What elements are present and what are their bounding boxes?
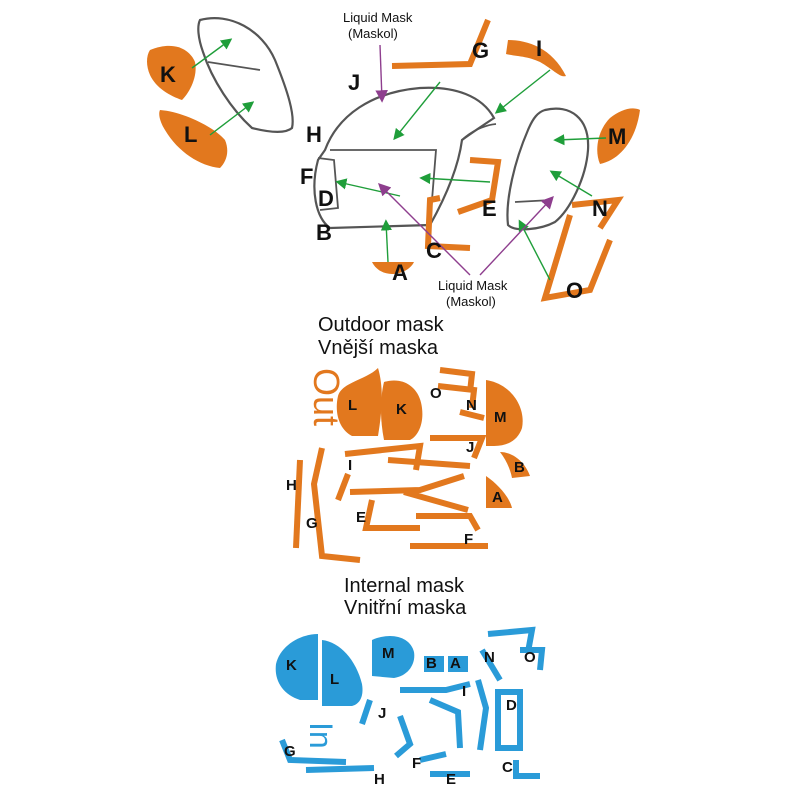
label-l: L — [184, 122, 197, 147]
outdoor-label-l: L — [348, 397, 357, 414]
outdoor-label-i: I — [348, 457, 352, 474]
part-o-assembly — [540, 214, 613, 302]
label-i: I — [536, 36, 542, 61]
outdoor-label-j: J — [466, 439, 474, 456]
label-j: J — [348, 70, 360, 95]
part-k-assembly — [147, 45, 196, 100]
outdoor-label-h: H — [286, 477, 297, 494]
liquid-mask-bottom-line1: Liquid Mask — [438, 278, 508, 293]
internal-label-j: J — [378, 705, 386, 722]
outdoor-label-o: O — [430, 385, 442, 402]
internal-title-cz: Vnitřní maska — [344, 597, 467, 619]
part-i-assembly — [506, 40, 566, 77]
outdoor-label-m: M — [494, 409, 507, 426]
part-e-assembly — [457, 157, 502, 215]
outdoor-label-k: K — [396, 401, 407, 418]
internal-side-label: In — [303, 722, 339, 749]
internal-label-k: K — [286, 657, 297, 674]
part-g-assembly — [391, 18, 491, 69]
outdoor-strips — [293, 367, 488, 563]
internal-title-en: Internal mask — [344, 575, 465, 597]
internal-mask-sheet: Internal mask Vnitřní maska In K — [275, 575, 546, 788]
outdoor-label-g: G — [306, 515, 318, 532]
outdoor-pieces — [336, 368, 530, 508]
internal-label-b: B — [426, 655, 437, 672]
internal-label-g: G — [284, 743, 296, 760]
internal-label-l: L — [330, 671, 339, 688]
internal-label-d: D — [506, 697, 517, 714]
label-k: K — [160, 62, 176, 87]
label-n: N — [592, 196, 608, 221]
part-l-assembly — [159, 110, 228, 168]
outdoor-title-cz: Vnější maska — [318, 337, 439, 359]
internal-label-o: O — [524, 649, 536, 666]
liquid-mask-bottom-line2: (Maskol) — [446, 294, 496, 309]
part-n-assembly — [571, 196, 624, 230]
internal-label-h: H — [374, 771, 385, 788]
assembly-view: Liquid Mask (Maskol) Liquid Mask (Maskol… — [147, 10, 640, 309]
internal-label-i: I — [462, 683, 466, 700]
part-a-assembly — [372, 262, 414, 274]
liquid-mask-top-line1: Liquid Mask — [343, 10, 413, 25]
purple-arrows — [375, 44, 554, 276]
internal-label-c: C — [502, 759, 513, 776]
right-window-frame — [506, 107, 590, 231]
outdoor-label-a: A — [492, 489, 503, 506]
label-g: G — [472, 38, 489, 63]
liquid-mask-top-line2: (Maskol) — [348, 26, 398, 41]
label-c: C — [426, 238, 442, 263]
label-h: H — [306, 122, 322, 147]
internal-label-m: M — [382, 645, 395, 662]
internal-label-n: N — [484, 649, 495, 666]
outdoor-title-en: Outdoor mask — [318, 314, 445, 336]
outdoor-mask-sheet: Outdoor mask Vnější maska Out L — [286, 314, 530, 563]
label-e: E — [482, 196, 497, 221]
internal-label-a: A — [450, 655, 461, 672]
outdoor-label-b: B — [514, 459, 525, 476]
outdoor-label-f: F — [464, 531, 473, 548]
label-m: M — [608, 124, 626, 149]
label-a: A — [392, 260, 408, 285]
label-f: F — [300, 164, 313, 189]
internal-strips — [279, 626, 546, 779]
label-o: O — [566, 278, 583, 303]
label-d: D — [318, 186, 334, 211]
part-m-assembly — [597, 108, 640, 164]
outdoor-label-n: N — [466, 397, 477, 414]
internal-label-e: E — [446, 771, 456, 788]
outdoor-label-e: E — [356, 509, 366, 526]
part-c-assembly — [424, 195, 471, 251]
label-b: B — [316, 220, 332, 245]
left-window-frame — [197, 17, 294, 133]
internal-label-f: F — [412, 755, 421, 772]
internal-pieces — [275, 634, 468, 706]
